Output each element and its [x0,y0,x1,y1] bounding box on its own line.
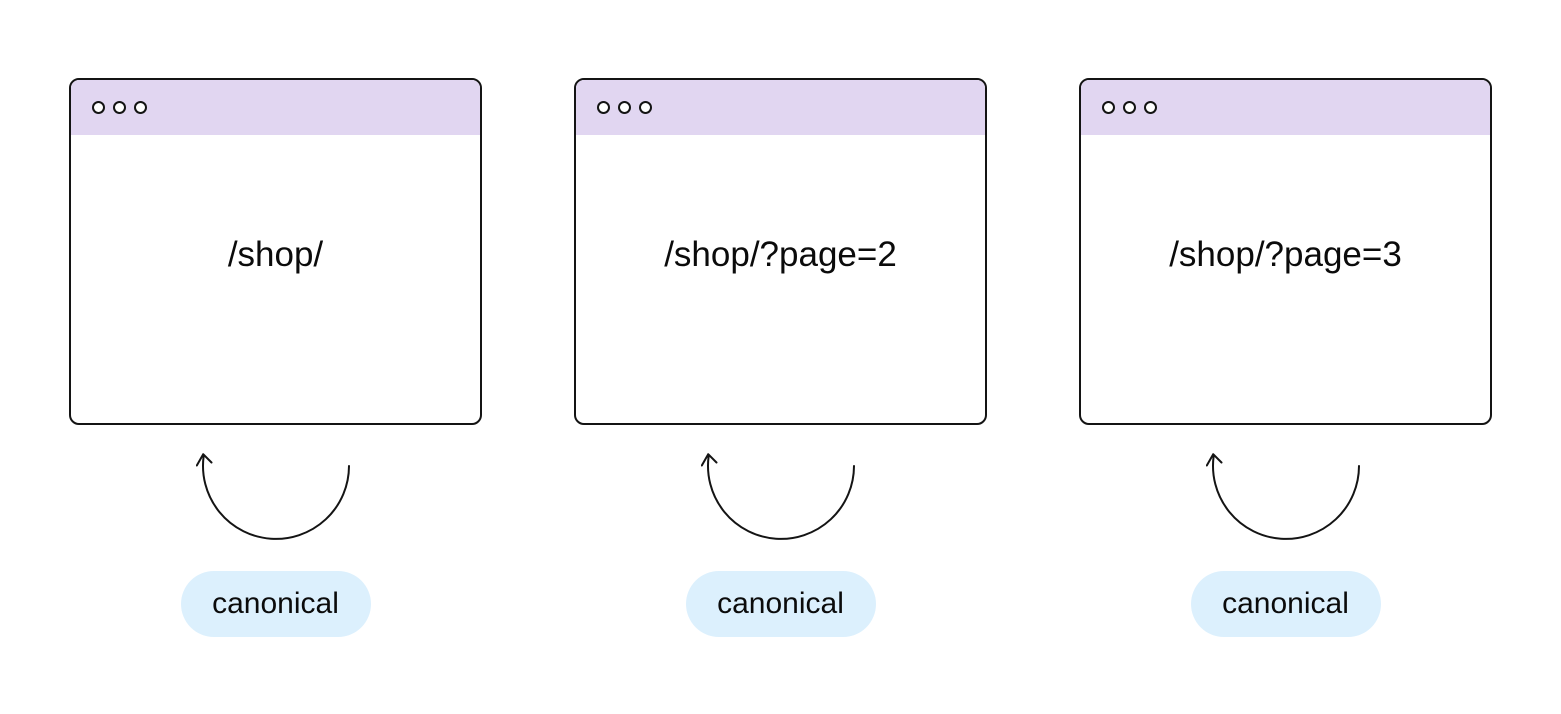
page-url: /shop/?page=2 [664,234,897,274]
window-dot-icon [1123,101,1136,114]
window-dot-icon [597,101,610,114]
canonical-group-1: /shop/ canonical [69,78,482,637]
page-url: /shop/ [227,234,324,274]
browser-window-3: /shop/?page=3 [1079,78,1492,425]
canonical-badge: canonical [180,571,371,637]
canonical-group-2: /shop/?page=2 canonical [574,78,987,637]
window-dot-icon [1144,101,1157,114]
page-url: /shop/?page=3 [1169,234,1402,274]
window-titlebar [71,80,480,135]
window-dot-icon [134,101,147,114]
browser-window-1: /shop/ [69,78,482,425]
window-titlebar [576,80,985,135]
window-titlebar [1081,80,1490,135]
canonical-group-3: /shop/?page=3 canonical [1079,78,1492,637]
loop-arrow-icon [1205,453,1360,540]
window-dot-icon [113,101,126,114]
window-dot-icon [639,101,652,114]
loop-arrow-icon [195,453,350,540]
window-dot-icon [1102,101,1115,114]
canonical-badge: canonical [685,571,876,637]
canonical-badge: canonical [1190,571,1381,637]
window-dot-icon [92,101,105,114]
browser-window-2: /shop/?page=2 [574,78,987,425]
loop-arrow-icon [700,453,855,540]
window-dot-icon [618,101,631,114]
diagram-row: /shop/ canonical /shop/?page=2 [69,78,1492,637]
